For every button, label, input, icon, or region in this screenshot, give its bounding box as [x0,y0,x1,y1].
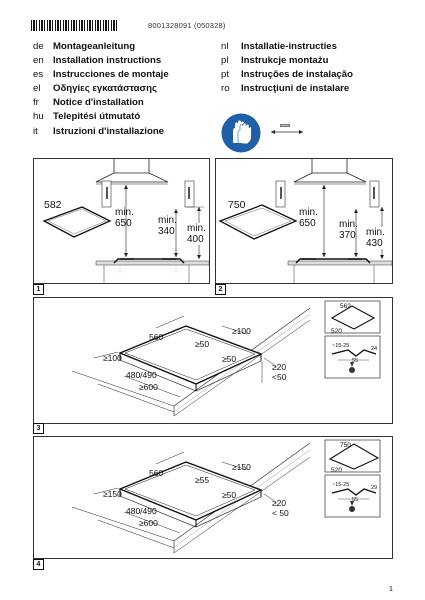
dim-560: 560 [149,332,164,342]
hob-width-label: 750 [228,199,246,211]
min-cabinet-label: min. [339,219,358,230]
inset-width: 750 [340,442,351,449]
safety-gloves-icon [221,113,261,153]
figure-number-3: 3 [33,423,44,434]
min-side-value: 400 [187,234,204,245]
figure-1-drawing [42,159,210,283]
figure-4-drawing [71,439,381,554]
dim-min-150-back: ≥150 [232,462,251,472]
figure-3: 560 ≥100 ≥50 ≥100 ≥50 ≥20 <50 480/490 ≥6… [33,297,393,424]
figure-number-2: 2 [215,284,226,295]
barcode [31,20,119,31]
dim-max-50: < 50 [272,508,289,518]
min-side-label: min. [366,227,385,238]
page-number: 1 [388,584,393,593]
figure-1: 582 min. 650 min. 340 min. 400 [33,158,210,284]
min-cabinet-label: min. [158,215,177,226]
inset-depth: 520 [331,328,342,335]
figure-number-1: 1 [33,284,44,295]
inset-thickness: 29 [371,485,378,491]
inset-depth-55: 55 [352,497,359,503]
min-side-value: 430 [366,238,383,249]
inset-depth-55: 55 [352,358,359,364]
dim-min-150-left: ≥150 [103,489,122,499]
min-hood-value: 650 [115,218,132,229]
dim-480-490: 480/490 [126,506,157,516]
figure-4: 560 ≥150 ≥55 ≥150 ≥50 ≥20 < 50 480/490 ≥… [33,436,393,559]
measure-arrow-icon [271,124,303,134]
dim-min-100-back: ≥100 [232,326,251,336]
inset-thickness: 24 [371,346,378,352]
dim-min-100-left: ≥100 [103,353,122,363]
dim-min-20: ≥20 [272,362,287,372]
inset-range: ~15-25 [332,482,350,488]
figure-3-drawing [71,300,381,417]
dim-min-50-right: ≥50 [222,354,237,364]
dim-min-55-back: ≥55 [195,475,210,485]
dim-min-600: ≥600 [139,382,158,392]
min-hood-label: min. [115,207,134,218]
min-hood-label: min. [299,207,318,218]
dim-max-50: <50 [272,372,287,382]
min-cabinet-value: 370 [339,230,356,241]
figure-number-4: 4 [33,559,44,570]
dim-480-490: 480/490 [126,370,157,380]
dim-560: 560 [149,468,164,478]
dim-min-50-right: ≥50 [222,490,237,500]
document-number: 8001328091 (050328) [148,21,226,30]
inset-range: ~15-25 [332,343,350,349]
inset-width: 562 [340,303,351,310]
min-hood-value: 650 [299,218,316,229]
hob-width-label: 582 [44,199,62,211]
dim-min-50-back: ≥50 [195,339,210,349]
min-side-label: min. [187,223,206,234]
figure-2-drawing [218,159,393,283]
dim-min-600: ≥600 [139,518,158,528]
min-cabinet-value: 340 [158,226,175,237]
figure-2: 750 min. 650 min. 370 min. 430 [215,158,393,284]
dim-min-20: ≥20 [272,498,287,508]
inset-depth: 520 [331,467,342,474]
